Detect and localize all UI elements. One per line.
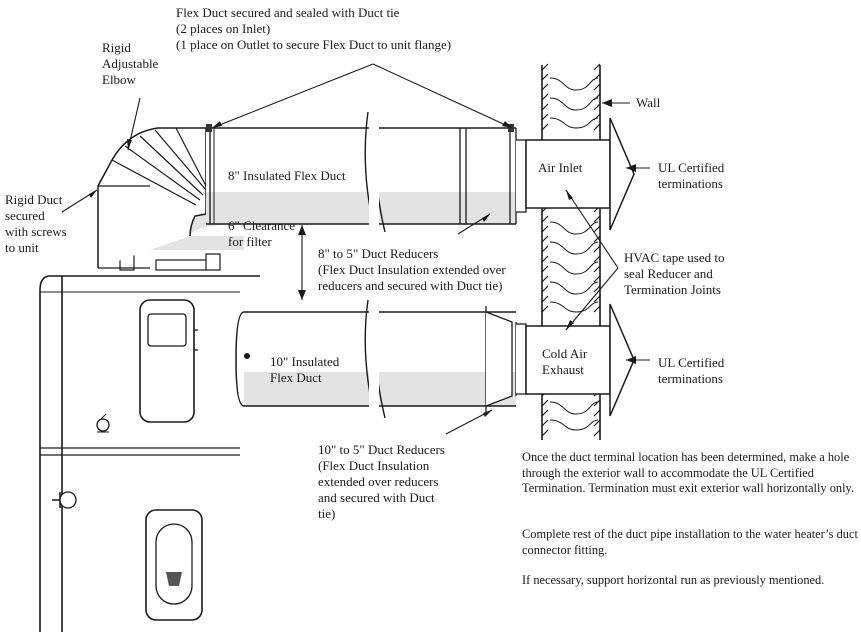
reducer-10-line1: 10" to 5" Duct Reducers [318, 442, 445, 457]
clearance-line1: 6" Clearance [228, 218, 296, 233]
ul-top-line2: terminations [658, 176, 723, 191]
leader-lines [61, 63, 650, 435]
reducer-8-line3: reducers and secured with Duct tie) [318, 278, 503, 293]
hvac-tape-line3: Termination Joints [624, 282, 721, 297]
rigid-duct-line3: with screws [5, 224, 67, 239]
rigid-elbow-line2: Adjustable [102, 56, 159, 71]
rigid-duct-line1: Rigid Duct [5, 192, 63, 207]
ul-certified-top-label: UL Certified terminations [658, 160, 724, 192]
insulated-flex-duct-8 [206, 111, 527, 233]
ul-certified-bottom-label: UL Certified terminations [658, 355, 724, 387]
rigid-duct-line2: secured [5, 208, 45, 223]
reducer-8-label: 8" to 5" Duct Reducers (Flex Duct Insula… [318, 246, 506, 294]
hvac-tape-line2: seal Reducer and [624, 266, 713, 281]
duct-tie-line3: (1 place on Outlet to secure Flex Duct t… [176, 37, 452, 52]
ul-bottom-line1: UL Certified [658, 355, 725, 370]
reducer-10-line3: extended over reducers [318, 474, 439, 489]
reducer-10-line5: tie) [318, 506, 336, 521]
note-complete-installation: Complete rest of the duct pipe installat… [522, 527, 858, 557]
insulated-10-label: 10" Insulated Flex Duct [270, 354, 339, 386]
air-inlet-label: Air Inlet [538, 160, 583, 175]
reducer-10-line4: and secured with Duct [318, 490, 435, 505]
insulated-flex-duct-10 [235, 299, 527, 419]
reducer-8-line1: 8" to 5" Duct Reducers [318, 246, 439, 261]
insulated-10-line1: 10" Insulated [270, 354, 340, 369]
hvac-tape-line1: HVAC tape used to [624, 250, 725, 265]
rigid-elbow-line3: Elbow [102, 72, 136, 87]
reducer-10-line2: (Flex Duct Insulation [318, 458, 430, 473]
insulated-8-label: 8" Insulated Flex Duct [228, 168, 346, 183]
hvac-tape-label: HVAC tape used to seal Reducer and Termi… [624, 250, 725, 298]
insulated-10-line2: Flex Duct [270, 370, 322, 385]
duct-tie-callout: Flex Duct secured and sealed with Duct t… [176, 5, 451, 53]
reducer-10-label: 10" to 5" Duct Reducers (Flex Duct Insul… [318, 442, 445, 522]
duct-tie-line1: Flex Duct secured and sealed with Duct t… [176, 5, 400, 20]
reducer-8-line2: (Flex Duct Insulation extended over [318, 262, 506, 277]
note-support-run: If necessary, support horizontal run as … [522, 573, 825, 587]
rigid-elbow-line1: Rigid [102, 40, 131, 55]
clearance-line2: for filter [228, 234, 272, 249]
duct-tie-line2: (2 places on Inlet) [176, 21, 271, 36]
wall-label: Wall [636, 95, 661, 110]
cold-air-line1: Cold Air [542, 346, 588, 361]
cold-air-line2: Exhaust [542, 362, 584, 377]
rigid-elbow-label: Rigid Adjustable Elbow [102, 40, 158, 88]
water-heater-unit [39, 236, 260, 632]
ul-top-line1: UL Certified [658, 160, 725, 175]
ul-bottom-line2: terminations [658, 371, 723, 386]
rigid-duct-label: Rigid Duct secured with screws to unit [5, 192, 67, 256]
cold-air-exhaust-label: Cold Air Exhaust [542, 346, 587, 378]
rigid-duct-line4: to unit [5, 240, 39, 255]
clearance-label: 6" Clearance for filter [228, 218, 295, 250]
note-termination: Once the duct terminal location has been… [522, 450, 855, 495]
air-inlet-termination [525, 117, 635, 231]
